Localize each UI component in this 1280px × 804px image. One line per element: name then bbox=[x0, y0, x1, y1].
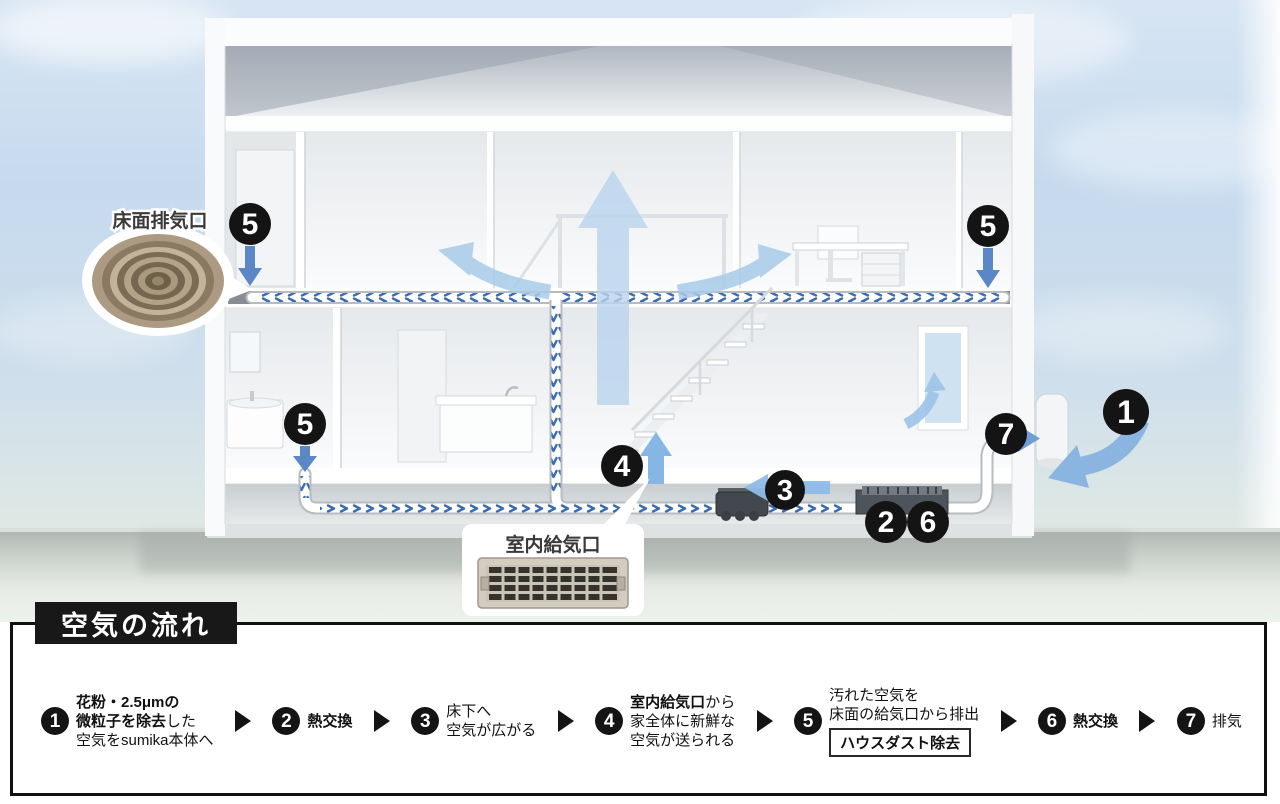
legend-step-5: 5 汚れた空気を床面の給気口から排出 ハウスダスト除去 bbox=[794, 686, 979, 757]
stairwell-railing bbox=[512, 214, 728, 289]
branch-box bbox=[715, 488, 769, 521]
legend-step-2: 2 熱交換 bbox=[272, 707, 352, 735]
step-arrow-icon bbox=[1000, 710, 1017, 732]
legend-steps-row: 1 花粉・2.5μmの微粒子を除去した空気をsumika本体へ 2 熱交換 3 … bbox=[13, 625, 1264, 793]
floor2-left-down-arrow bbox=[238, 246, 262, 286]
step-2-text: 熱交換 bbox=[307, 712, 353, 730]
house-ventilation-diagram: 5 5 5 4 3 2 6 7 bbox=[0, 0, 1280, 622]
exterior-vent-hood bbox=[1035, 393, 1069, 467]
step-1-text: 花粉・2.5μmの微粒子を除去した空気をsumika本体へ bbox=[76, 693, 214, 749]
callout-indoor-supply: 室内給気口 bbox=[462, 478, 650, 616]
badge-6-hx-out: 6 bbox=[907, 501, 949, 543]
indoor-supply-label: 室内給気口 bbox=[505, 533, 600, 556]
step-5-text: 汚れた空気を床面の給気口から排出 bbox=[829, 686, 980, 723]
svg-text:3: 3 bbox=[777, 475, 793, 507]
svg-text:4: 4 bbox=[614, 450, 631, 483]
house-dust-removal-box: ハウスダスト除去 bbox=[829, 727, 972, 757]
step-4-text: 室内給気口から家全体に新鮮な空気が送られる bbox=[630, 693, 736, 749]
floor-exhaust-vent-image bbox=[92, 234, 224, 328]
right-outer-wall bbox=[1012, 14, 1034, 536]
diagram-svg: 5 5 5 4 3 2 6 7 bbox=[0, 0, 1280, 622]
desk-furniture bbox=[792, 225, 909, 287]
badge-3-underfloor: 3 bbox=[765, 470, 805, 510]
legend-step-7: 7 排気 bbox=[1176, 707, 1242, 735]
step-6-text: 熱交換 bbox=[1072, 712, 1118, 730]
duct-flow-right bbox=[258, 293, 540, 302]
bathroom-mirror-cabinet bbox=[229, 331, 261, 373]
legend-step-6: 6 熱交換 bbox=[1037, 707, 1118, 735]
step-arrow-icon bbox=[756, 710, 773, 732]
svg-text:5: 5 bbox=[980, 210, 997, 243]
svg-text:5: 5 bbox=[297, 408, 314, 441]
svg-text:7: 7 bbox=[998, 418, 1015, 451]
badge-7-exhaust: 7 bbox=[985, 413, 1027, 455]
floor-exhaust-label: 床面排気口 bbox=[112, 209, 207, 232]
kitchen-counter bbox=[435, 386, 537, 453]
svg-text:1: 1 bbox=[1117, 394, 1135, 430]
badge-4-indoor-supply: 4 bbox=[601, 445, 643, 487]
badge-2-hx-in: 2 bbox=[865, 501, 907, 543]
indoor-supply-grille-image bbox=[477, 557, 629, 609]
legend-title: 空気の流れ bbox=[35, 602, 237, 644]
step-3-text: 床下へ空気が広がる bbox=[446, 703, 537, 739]
svg-text:2: 2 bbox=[878, 506, 895, 539]
callout-floor-exhaust: 床面排気口 bbox=[82, 207, 252, 336]
step-arrow-icon bbox=[1139, 710, 1156, 732]
duct-flow-down bbox=[551, 306, 561, 494]
step-arrow-icon bbox=[234, 710, 251, 732]
floor2-right-down-arrow bbox=[976, 248, 1000, 288]
room-spread-arrow-right bbox=[676, 244, 792, 300]
badge-5-floor1-left: 5 bbox=[284, 403, 326, 445]
roof-fascia bbox=[207, 18, 1032, 48]
svg-text:6: 6 bbox=[920, 506, 937, 539]
step-arrow-icon bbox=[557, 710, 574, 732]
legend-step-1: 1 花粉・2.5μmの微粒子を除去した空気をsumika本体へ bbox=[41, 693, 214, 750]
window-up-arrow bbox=[903, 372, 946, 429]
stairwell-up-arrow bbox=[578, 170, 648, 405]
step-arrow-icon bbox=[373, 710, 390, 732]
badge-5-floor2-left: 5 bbox=[229, 203, 271, 245]
legend-panel: 1 花粉・2.5μmの微粒子を除去した空気をsumika本体へ 2 熱交換 3 … bbox=[10, 622, 1267, 796]
step-3-badge: 3 bbox=[411, 707, 440, 735]
step-6-badge: 6 bbox=[1037, 707, 1066, 735]
step-1-badge: 1 bbox=[41, 707, 69, 735]
badge-5-floor2-right: 5 bbox=[967, 205, 1009, 247]
floor1-left-down-arrow bbox=[293, 446, 317, 472]
supply-up-arrow bbox=[640, 432, 672, 484]
step-7-badge: 7 bbox=[1176, 707, 1205, 735]
duct-flow-left bbox=[562, 293, 1002, 302]
step-7-text: 排気 bbox=[1211, 712, 1242, 730]
floor2-ceiling-slab bbox=[207, 116, 1032, 132]
underfloor-flow-right bbox=[320, 503, 842, 513]
legend-step-4: 4 室内給気口から家全体に新鮮な空気が送られる bbox=[595, 693, 735, 750]
step-2-badge: 2 bbox=[272, 707, 301, 735]
svg-text:5: 5 bbox=[242, 208, 259, 241]
step-5-badge: 5 bbox=[794, 707, 823, 735]
badge-1-intake: 1 bbox=[1103, 389, 1149, 435]
legend-step-3: 3 床下へ空気が広がる bbox=[411, 702, 536, 740]
step-4-badge: 4 bbox=[595, 707, 624, 735]
diagram-badges: 5 5 5 4 3 2 6 7 bbox=[229, 203, 1149, 543]
room-spread-arrow-left bbox=[438, 242, 552, 300]
